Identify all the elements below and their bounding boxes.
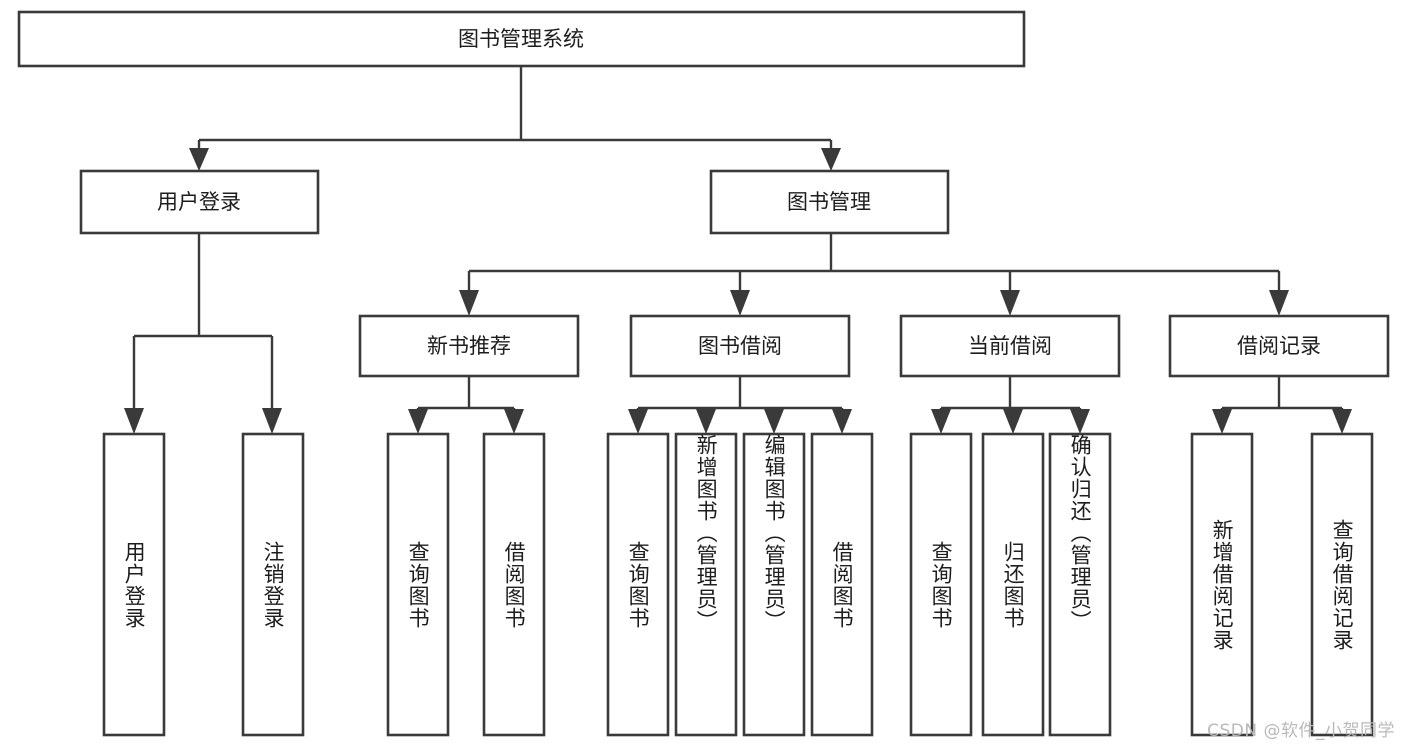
node-book-borrow-box[interactable] [629,314,851,378]
arrowhead-leaf-return-book [1003,409,1023,434]
arrowhead-leaf-add-book-admin [696,409,716,434]
arrowhead-leaf-logout-login [262,408,282,434]
arrowhead-current-borrow [1000,290,1020,316]
node-borrow-record-label: 借阅记录 [1237,334,1321,358]
connector-group-new-book-recommend [408,376,524,434]
node-root-box[interactable] [17,10,1026,68]
leaf-box-return-book[interactable] [981,432,1045,737]
arrowhead-leaf-borrow-book-rec [504,409,524,434]
node-user-login[interactable]: 用户登录 [79,169,320,235]
node-book-manage[interactable]: 图书管理 [709,169,950,235]
leaf-box-borrow-book[interactable] [810,432,874,737]
connector-group-user-login [124,233,282,434]
leaf-box-add-borrow-record[interactable] [1190,432,1254,737]
arrowhead-leaf-user-login [124,408,144,434]
node-root[interactable]: 图书管理系统 [17,10,1026,68]
arrowhead-borrow-record [1269,290,1289,316]
arrowhead-leaf-query-book-rec [408,409,428,434]
connector-group-book-borrow [628,376,852,434]
arrowhead-new-book-recommend [459,290,479,316]
arrowhead-leaf-edit-book-admin [764,409,784,434]
leaf-box-user-login[interactable] [102,432,166,737]
arrowhead-book-borrow [730,290,750,316]
node-book-borrow-label: 图书借阅 [698,334,782,358]
leaf-box-query-book-rec[interactable] [386,432,450,737]
node-book-manage-box[interactable] [709,169,950,235]
connector-group-current-borrow [931,376,1090,434]
node-new-book-recommend-box[interactable] [358,314,580,378]
leaf-box-borrow-book-rec[interactable] [482,432,546,737]
leaf-box-group [102,432,1374,737]
node-user-login-box[interactable] [79,169,320,235]
arrowhead-user-login [189,148,209,171]
arrowhead-leaf-add-borrow-record [1212,409,1232,434]
arrowhead-book-manage [821,148,841,171]
leaf-box-add-book-admin[interactable] [674,432,738,737]
node-book-borrow[interactable]: 图书借阅 [629,314,851,378]
leaf-box-query-borrow-record[interactable] [1310,432,1374,737]
connector-group-borrow-record [1212,376,1352,434]
leaf-box-confirm-return-admin[interactable] [1048,432,1112,737]
connector-group-book-manage [459,233,1289,316]
node-new-book-recommend[interactable]: 新书推荐 [358,314,580,378]
leaf-box-query-book-borrow[interactable] [606,432,670,737]
leaf-box-edit-book-admin[interactable] [742,432,806,737]
node-current-borrow-box[interactable] [899,314,1121,378]
arrowhead-leaf-query-book-borrow [628,409,648,434]
arrowhead-leaf-confirm-return-admin [1070,409,1090,434]
node-borrow-record[interactable]: 借阅记录 [1168,314,1390,378]
node-current-borrow[interactable]: 当前借阅 [899,314,1121,378]
connector-group-root [189,66,841,171]
csdn-watermark: CSDN @软件_小贺同学 [1207,721,1395,741]
node-user-login-label: 用户登录 [157,190,241,214]
arrowhead-leaf-query-borrow-record [1332,409,1352,434]
leaf-box-query-book-cur[interactable] [909,432,973,737]
node-new-book-recommend-label: 新书推荐 [427,334,511,358]
leaf-box-logout-login[interactable] [241,432,305,737]
arrowhead-leaf-borrow-book [832,409,852,434]
node-book-manage-label: 图书管理 [787,190,871,214]
node-current-borrow-label: 当前借阅 [968,334,1052,358]
arrowhead-leaf-query-book-cur [931,409,951,434]
node-borrow-record-box[interactable] [1168,314,1390,378]
node-root-label: 图书管理系统 [458,27,584,51]
